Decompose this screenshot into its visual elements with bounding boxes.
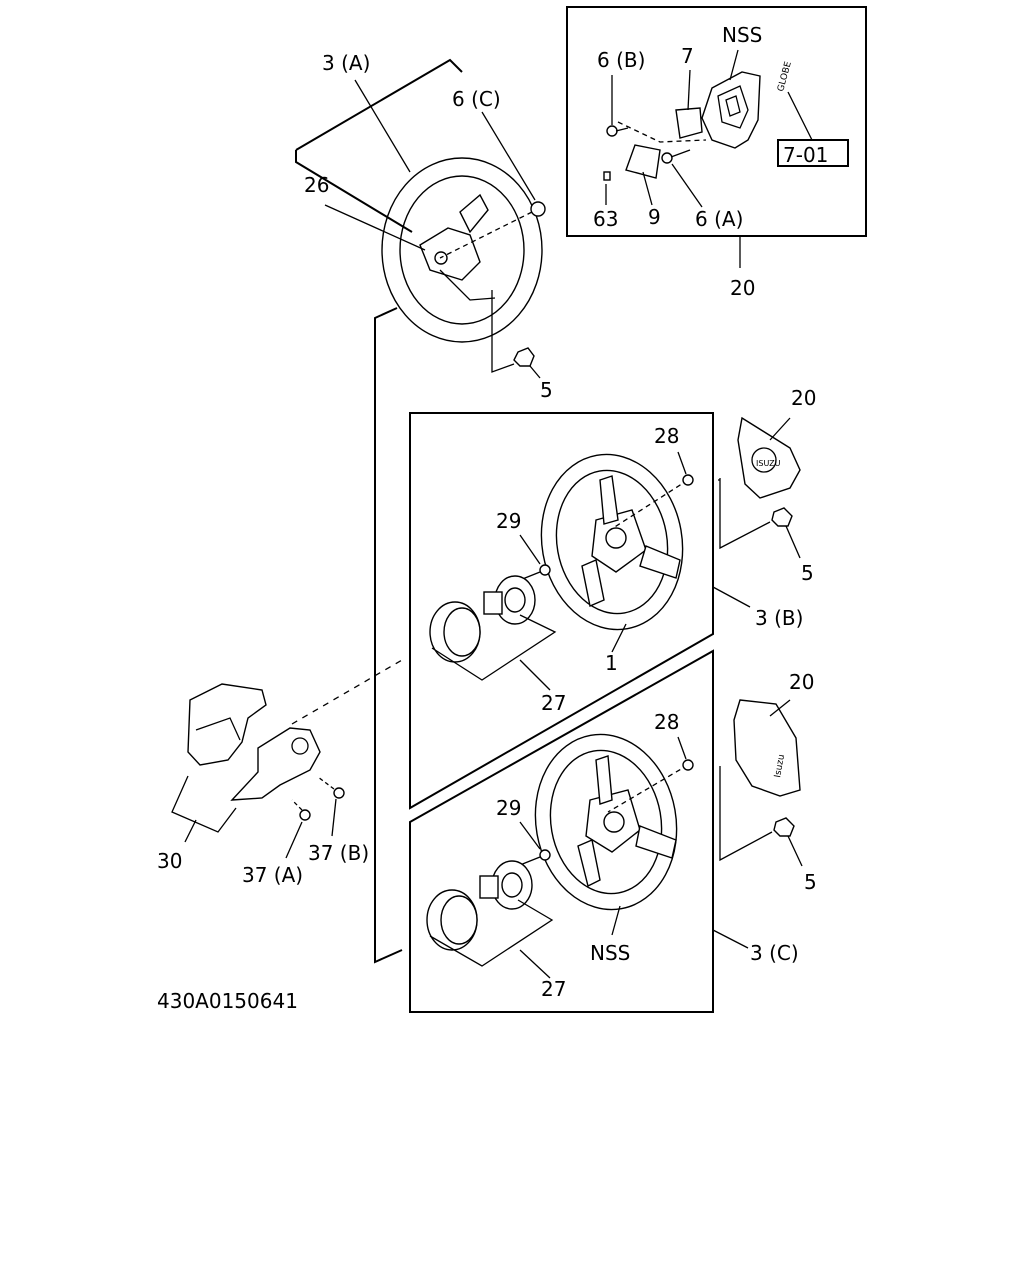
- horn-ring-27-low: [426, 889, 478, 951]
- bracket-5-low: [719, 766, 773, 862]
- label-6a: 6 (A): [695, 207, 743, 231]
- nut-5-mid: [771, 507, 801, 559]
- dash-column-cover: [291, 659, 403, 725]
- leader-nss-inset: [729, 49, 739, 81]
- label-20-inset: 20: [730, 276, 755, 300]
- box-3b: [409, 412, 714, 810]
- label-5-low: 5: [804, 870, 817, 894]
- clip-part-63: [603, 171, 611, 181]
- leader-7: [687, 69, 691, 111]
- leader-20-mid: [769, 417, 791, 441]
- label-20-low: 20: [789, 670, 814, 694]
- screw-29-low: [519, 821, 551, 866]
- hub-boss-mid: [483, 575, 536, 625]
- label-nss-inset: NSS: [722, 23, 762, 47]
- leader-1: [611, 623, 627, 653]
- label-5-top: 5: [540, 378, 553, 402]
- leader-3a: [354, 79, 411, 173]
- label-63: 63: [593, 207, 618, 231]
- emblem-text-isuzu-low: Isuzu: [773, 754, 787, 779]
- diagram-code: 430A0150641: [157, 989, 298, 1013]
- steering-wheel-3c: [534, 733, 678, 911]
- horn-pad-mid: ISUZU: [737, 416, 801, 499]
- label-37b: 37 (B): [308, 841, 369, 865]
- leader-3b: [712, 586, 751, 608]
- label-29-low: 29: [496, 796, 521, 820]
- bolt-6c: [439, 201, 546, 259]
- reference-box-7-01: [777, 139, 849, 167]
- horn-pad-cover-inset: GLOBE: [701, 60, 794, 149]
- label-29-mid: 29: [496, 509, 521, 533]
- bracket-27-mid: [431, 614, 557, 681]
- box-3c: [409, 649, 714, 1013]
- label-6c: 6 (C): [452, 87, 501, 111]
- bracket-3a-top: [295, 58, 463, 151]
- dash-28-mid: [609, 479, 689, 531]
- column-cover-upper: [187, 683, 267, 766]
- label-27-mid: 27: [541, 691, 566, 715]
- emblem-text-globe: GLOBE: [776, 60, 794, 92]
- leader-9: [642, 171, 653, 206]
- inset-detail-box: GLOBE 7-01: [566, 6, 867, 237]
- leader-7-01: [787, 91, 813, 141]
- screw-6a: [661, 149, 691, 164]
- emblem-text-isuzu-mid: ISUZU: [756, 459, 781, 468]
- label-6b: 6 (B): [597, 48, 645, 72]
- label-3b: 3 (B): [755, 606, 803, 630]
- label-nss-low: NSS: [590, 941, 630, 965]
- nut-5-top: [491, 290, 541, 379]
- nut-5-low: [773, 817, 803, 867]
- steering-wheel-3b: [540, 453, 684, 631]
- callout-labels: 3 (A) 6 (C) 26 5 NSS 6 (B) 7 63 9 6 (A) …: [157, 23, 817, 1001]
- leader-30: [184, 819, 197, 843]
- reference-box-label: 7-01: [783, 143, 828, 167]
- dash-28-low: [607, 764, 689, 813]
- label-7: 7: [681, 44, 694, 68]
- label-3c: 3 (C): [750, 941, 799, 965]
- label-26: 26: [304, 173, 329, 197]
- label-5-mid: 5: [801, 561, 814, 585]
- hub-boss-low: [479, 860, 533, 910]
- assembly-line-left: [374, 307, 403, 964]
- label-3a: 3 (A): [322, 51, 370, 75]
- label-28-mid: 28: [654, 424, 679, 448]
- label-9: 9: [648, 205, 661, 229]
- screw-37b: [317, 776, 345, 837]
- screw-6b: [606, 125, 629, 137]
- label-37a: 37 (A): [242, 863, 303, 887]
- horn-pad-low: Isuzu: [733, 699, 801, 797]
- leader-nss-low: [611, 905, 621, 936]
- horn-ring-27-mid: [429, 601, 481, 663]
- leader-20-low: [769, 699, 791, 717]
- column-cover-lower: [230, 727, 321, 801]
- label-20-mid: 20: [791, 386, 816, 410]
- label-1: 1: [605, 651, 618, 675]
- screw-37a: [285, 799, 311, 859]
- screw-29-mid: [519, 534, 551, 581]
- leader-27-mid: [519, 659, 551, 691]
- bracket-27-low: [429, 899, 554, 967]
- plate-part-7: [675, 107, 703, 139]
- leader-6c: [481, 111, 536, 201]
- bracket-5-mid: [719, 478, 771, 550]
- leader-27-low: [519, 949, 551, 979]
- leader-6a: [671, 163, 703, 208]
- screw-28-low: [677, 736, 694, 771]
- label-28-low: 28: [654, 710, 679, 734]
- leader-26: [324, 204, 426, 251]
- bracket-3a-left: [295, 150, 413, 233]
- label-27-low: 27: [541, 977, 566, 1001]
- screw-28-mid: [677, 451, 694, 486]
- bracket-part-9: [625, 144, 661, 179]
- label-30: 30: [157, 849, 182, 873]
- bracket-30: [171, 775, 237, 833]
- steering-wheel-3a: [381, 157, 543, 343]
- leader-3c: [712, 929, 749, 949]
